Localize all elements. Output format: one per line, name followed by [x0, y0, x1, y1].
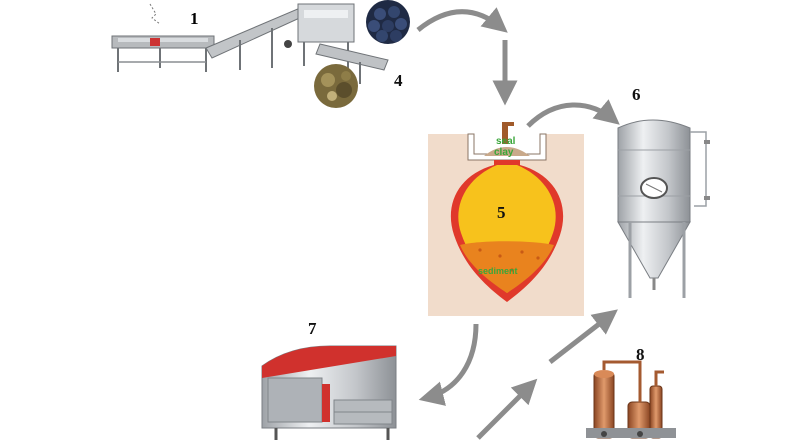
- arrow-amphora-to-press: [418, 323, 479, 406]
- step-1-number: 1: [190, 9, 199, 28]
- seal-label: seal: [496, 136, 516, 147]
- arrow-still-to-tank: [548, 309, 618, 364]
- arrow-berries-to-descent: [416, 7, 508, 33]
- clay-layer: [484, 147, 530, 156]
- step-4-number: 4: [394, 71, 403, 90]
- wine-press: [261, 345, 397, 440]
- sediment-label: sediment: [478, 266, 518, 276]
- step-5-number: 5: [497, 203, 506, 222]
- grape-berries-image: [366, 0, 410, 44]
- step-7-number: 7: [308, 319, 317, 338]
- pomace-image: [314, 64, 358, 108]
- copper-still: [586, 360, 676, 439]
- clay-label: clay: [494, 147, 514, 158]
- step-8-number: 8: [636, 345, 645, 364]
- amphora-in-ground: [428, 122, 584, 316]
- seal-pipe: [502, 122, 508, 144]
- destemmer-machine: [111, 3, 389, 84]
- fermentation-tank: [617, 119, 710, 298]
- sediment-layer: [460, 241, 554, 293]
- arrow-press-to-still: [476, 378, 538, 440]
- step-6-number: 6: [632, 85, 641, 104]
- arrow-amphora-to-tank: [526, 99, 620, 128]
- press-red-band: [262, 346, 396, 378]
